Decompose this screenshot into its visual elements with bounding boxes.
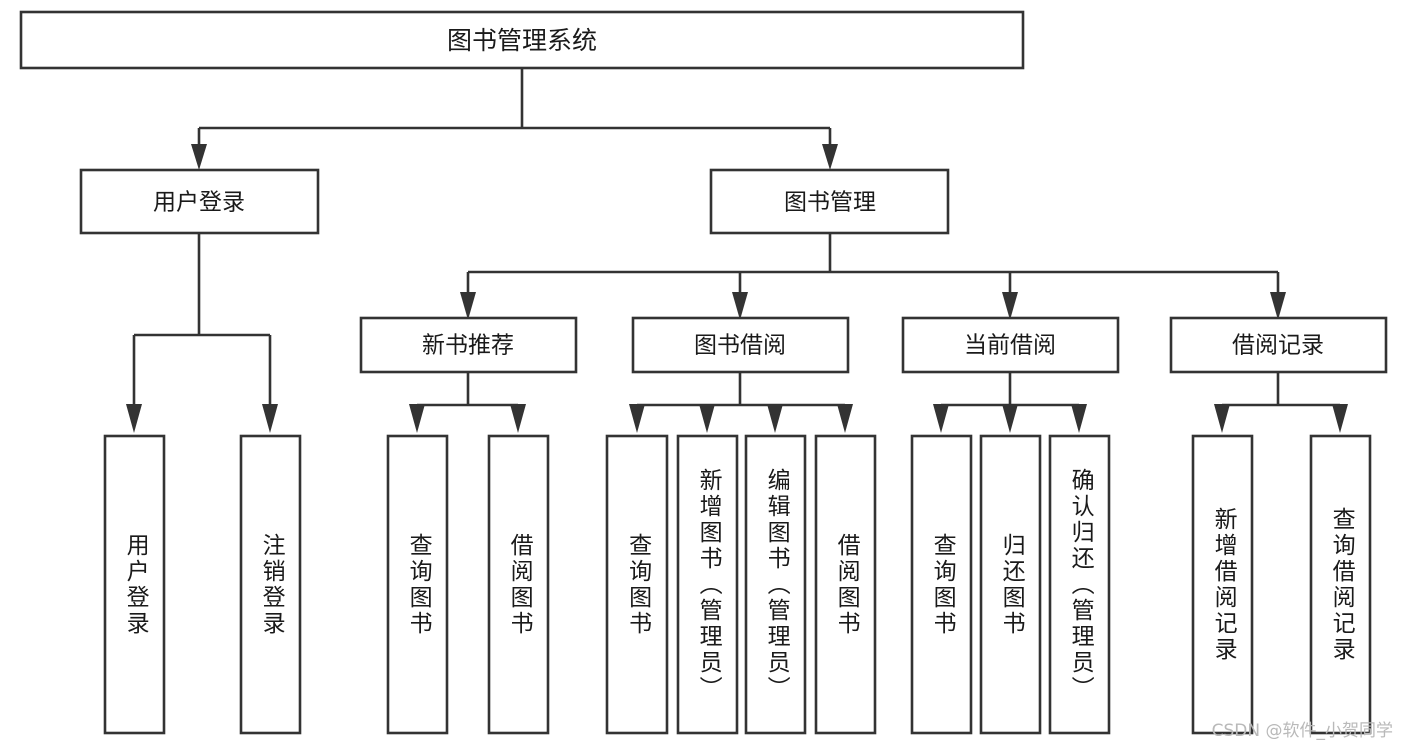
edge-group-current-borrow: [933, 372, 1087, 433]
node-new-book-recommend-label: 新书推荐: [422, 333, 514, 359]
node-book-management-label: 图书管理: [784, 190, 876, 216]
edge-group-user-login: [126, 233, 278, 433]
node-leaf-user-login-box[interactable]: [103, 434, 166, 735]
arrow-head-leaf-query-record: [1332, 404, 1348, 433]
node-book-management-box[interactable]: [709, 168, 950, 235]
node-current-borrow-label: 当前借阅: [964, 333, 1056, 359]
node-leaf-borrow-book-2-box[interactable]: [814, 434, 877, 735]
node-root[interactable]: 图书管理系统: [19, 10, 1025, 70]
node-book-management[interactable]: 图书管理: [709, 168, 950, 235]
node-leaf-query-book-3-box[interactable]: [910, 434, 973, 735]
leaf-box-group: [103, 434, 1372, 735]
node-leaf-return-book-box[interactable]: [979, 434, 1042, 735]
arrow-head-leaf-borrow-book-2: [837, 404, 853, 433]
node-leaf-add-record-box[interactable]: [1191, 434, 1254, 735]
edge-group-book-management: [460, 233, 1286, 320]
node-current-borrow[interactable]: 当前借阅: [901, 316, 1120, 374]
node-user-login[interactable]: 用户登录: [79, 168, 320, 235]
arrow-head-leaf-add-book: [699, 404, 715, 433]
arrow-head-borrow-record: [1270, 292, 1286, 320]
node-leaf-user-logout-box[interactable]: [239, 434, 302, 735]
edge-group-new-book-recommend: [409, 372, 526, 433]
node-borrow-record-label: 借阅记录: [1232, 333, 1324, 359]
node-root-label: 图书管理系统: [447, 26, 597, 55]
arrow-head-book-management: [822, 144, 838, 170]
arrow-head-leaf-query-book-1: [409, 404, 425, 433]
node-root-box[interactable]: [19, 10, 1025, 70]
node-new-book-recommend-box[interactable]: [359, 316, 578, 374]
node-borrow-record[interactable]: 借阅记录: [1169, 316, 1388, 374]
node-book-borrow[interactable]: 图书借阅: [631, 316, 850, 374]
node-leaf-query-record-box[interactable]: [1309, 434, 1372, 735]
edge-group-root: [191, 68, 838, 170]
arrow-head-leaf-query-book-3: [933, 404, 949, 433]
arrow-head-current-borrow: [1002, 292, 1018, 320]
node-book-borrow-label: 图书借阅: [694, 333, 786, 359]
arrow-head-leaf-add-record: [1214, 404, 1230, 433]
node-leaf-query-book-2-box[interactable]: [605, 434, 669, 735]
node-new-book-recommend[interactable]: 新书推荐: [359, 316, 578, 374]
node-leaf-query-book-1-box[interactable]: [386, 434, 449, 735]
node-current-borrow-box[interactable]: [901, 316, 1120, 374]
edge-group-book-borrow: [629, 372, 853, 433]
node-leaf-confirm-return-box[interactable]: [1048, 434, 1111, 735]
arrow-head-book-borrow: [732, 292, 748, 320]
node-leaf-edit-book-box[interactable]: [744, 434, 807, 735]
edge-group-borrow-record: [1214, 372, 1348, 433]
arrow-head-user-login: [191, 144, 207, 170]
node-user-login-label: 用户登录: [153, 190, 245, 216]
node-leaf-borrow-book-1-box[interactable]: [487, 434, 550, 735]
node-book-borrow-box[interactable]: [631, 316, 850, 374]
node-leaf-add-book-box[interactable]: [676, 434, 739, 735]
arrow-head-leaf-query-book-2: [629, 404, 645, 433]
arrow-head-leaf-user-login: [126, 404, 142, 433]
arrow-head-leaf-user-logout: [262, 404, 278, 433]
arrow-head-leaf-confirm-return: [1071, 404, 1087, 433]
arrow-head-leaf-borrow-book-1: [510, 404, 526, 433]
arrow-head-leaf-return-book: [1002, 404, 1018, 433]
arrow-head-new-book-recommend: [460, 292, 476, 320]
node-user-login-box[interactable]: [79, 168, 320, 235]
arrow-head-leaf-edit-book: [767, 404, 783, 433]
node-borrow-record-box[interactable]: [1169, 316, 1388, 374]
